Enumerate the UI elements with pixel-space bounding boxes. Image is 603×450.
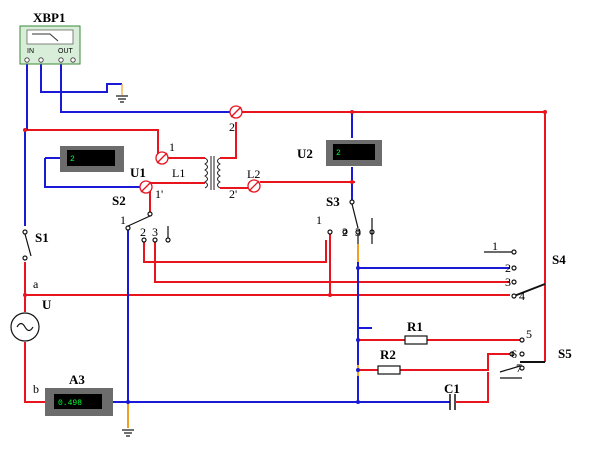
ground-symbol-bottom [122,429,134,437]
switch-s4-label: S4 [552,252,566,267]
bode-plotter-out-label: OUT [58,48,74,55]
bode-plotter-terminals [24,57,76,63]
resistor-r2-label: R2 [380,347,396,362]
probe-top-number: 2 [229,120,235,134]
resistor-r1[interactable] [404,335,428,345]
switch-s5[interactable] [499,337,525,379]
terminal-in-minus[interactable] [38,57,44,63]
wire-left-red [25,129,159,158]
ammeter-a3-screen [54,394,102,409]
ammeter-a3[interactable]: 0.498 A3 [45,372,113,416]
transformer-primary-label: L1 [172,166,185,180]
wire-a3-red [24,342,45,403]
wire-a-red [25,232,331,296]
bode-plot-curve-icon [32,33,59,42]
ammeter-a3-label: A3 [69,372,85,387]
transformer-secondary-label: L2 [247,167,260,181]
switch-s5-pos-6: 6 [511,347,517,361]
switch-s4-pos-4: 4 [519,289,525,303]
ammeter-a3-reading: 0.498 [58,399,82,408]
switch-s5-label: S5 [558,346,572,361]
switch-s2-pos-3: 3 [152,225,158,239]
voltmeter-u1-screen [67,150,115,166]
switch-s3-label: S3 [326,194,340,209]
probe-top-icon [229,105,243,119]
terminal-in-plus[interactable] [24,57,30,63]
switch-s3-pos-1: 1 [316,213,322,227]
voltmeter-u2-label: U2 [297,146,313,161]
probe-l1-bottom-icon [139,180,153,194]
node-l1-bottom-label: 1' [155,187,163,201]
voltmeter-u2[interactable]: 2 U2 [297,140,382,166]
terminal-out-minus[interactable] [70,57,76,63]
ground-symbol-top [116,84,128,103]
switch-s4[interactable] [484,249,517,299]
bode-plotter-screen [26,29,74,45]
ac-source-label: U [42,297,52,312]
wire-s4-black [513,283,546,297]
wires [24,64,546,428]
transformer-primary-coil [204,157,208,189]
switch-s4-pos-1: 1 [492,239,498,253]
voltmeter-u2-reading: 2 [336,149,341,158]
switch-s3[interactable] [327,199,375,244]
wire-top-red-bus [236,111,546,362]
resistor-r2[interactable] [377,365,401,375]
wire-s2-3-red [154,240,510,283]
wire-s2-2-red [143,240,327,263]
junction-dots [23,110,547,404]
wire-u1-blue [44,158,140,188]
ac-source-u[interactable] [10,312,40,342]
wire-r2-right-red [400,353,510,371]
switch-s4-pos-2: 2 [505,261,511,275]
wire-xbp-gnd-blue [40,64,122,93]
switch-s2-pos-2: 2 [140,225,146,239]
node-b-label: b [33,382,39,396]
resistor-r1-label: R1 [407,319,423,334]
wire-l2-top-red [220,122,237,159]
switch-s1[interactable] [22,229,32,261]
probes [139,105,261,194]
orange-joins [127,244,359,428]
bode-plotter[interactable]: XBP1 IN OUT [19,10,81,65]
node-l1-top-label: 1 [169,140,175,154]
switch-s2-pos-1: 1 [120,213,126,227]
node-l2-top-label: 2' [229,187,237,201]
transformer [204,156,248,190]
probe-l1-top-icon [155,151,169,165]
sine-wave-icon [16,322,34,332]
wire-s5-red [462,372,489,403]
switch-s3-pos-2: 2 [342,225,348,239]
capacitor-c1-label: C1 [444,381,460,396]
bode-plotter-label: XBP1 [33,10,66,25]
bode-plotter-in-label: IN [27,48,34,55]
capacitor-c1[interactable] [440,394,462,410]
node-a-label: a [33,277,39,291]
switch-s5-pos-7: 7 [516,361,522,375]
voltmeter-u2-screen [333,144,375,160]
switch-s2[interactable] [125,211,171,243]
terminal-out-plus[interactable] [58,57,64,63]
probe-l2-icon [247,179,261,193]
wire-xbp-out-blue [60,64,230,113]
switch-s4-pos-3: 3 [505,275,511,289]
switch-s1-label: S1 [35,230,49,245]
voltmeter-u1-reading: 2 [70,155,75,164]
transformer-secondary-coil [217,157,221,189]
switch-s2-label: S2 [112,193,126,208]
switch-s5-pos-5: 5 [526,327,532,341]
switch-s3-pos-3: 3 [355,225,361,239]
voltmeter-u1-label: U1 [130,165,146,180]
voltmeter-u1[interactable]: 2 U1 [60,146,146,180]
